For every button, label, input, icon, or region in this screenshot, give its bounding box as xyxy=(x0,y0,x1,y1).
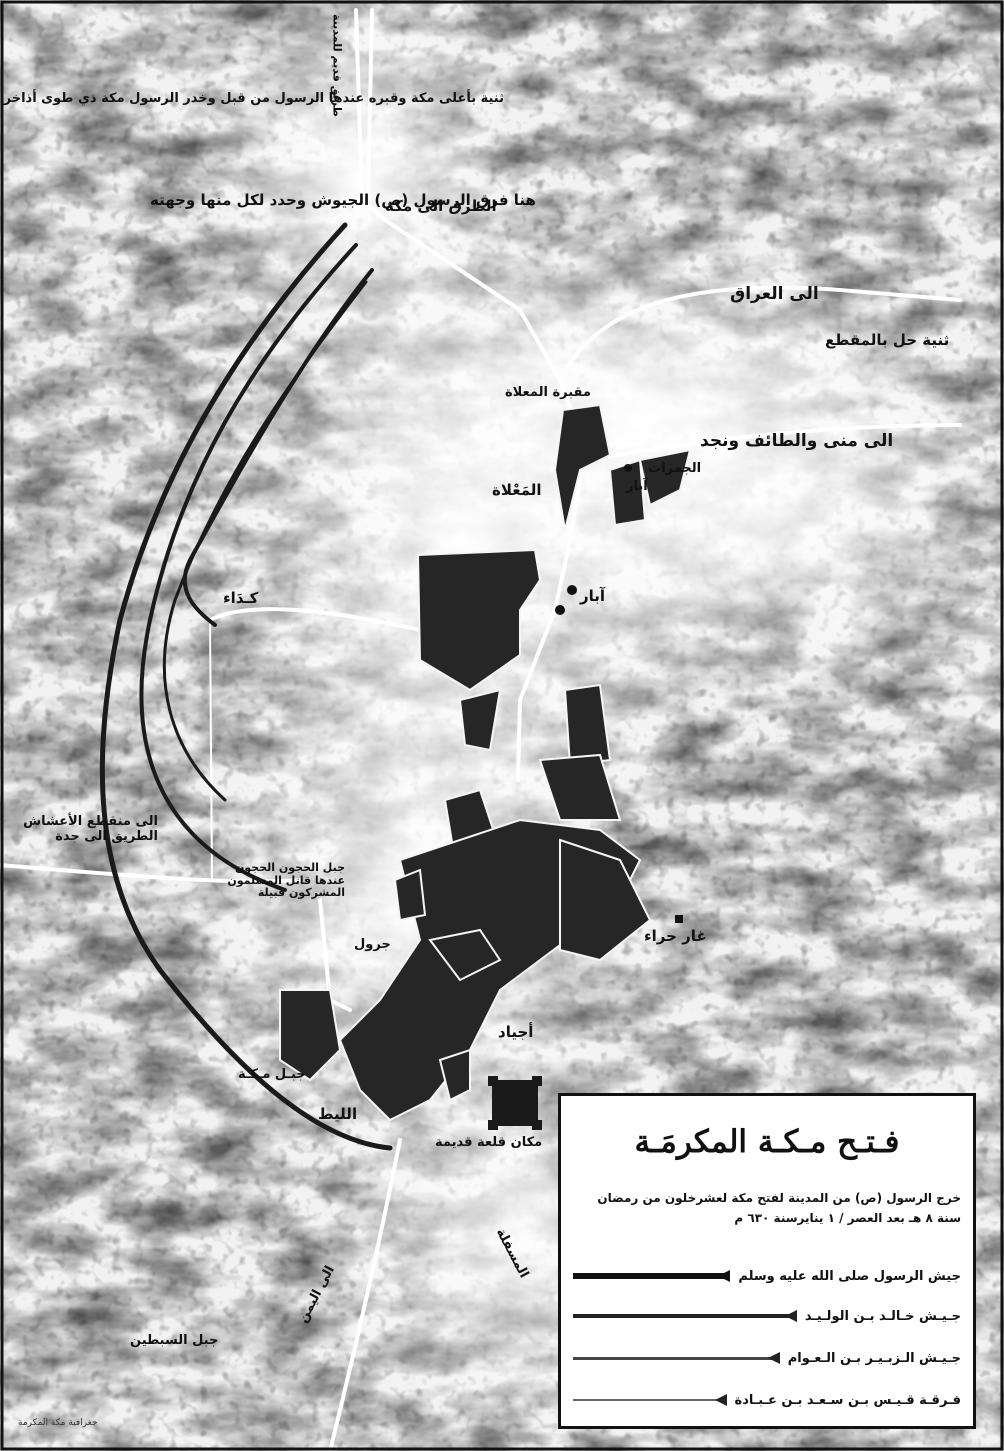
map-legend: فـتـح مـكـة المكرمَـة خرج الرسول (ص) من … xyxy=(558,1093,976,1429)
label-road-to-mecca: الطرق الى مكة xyxy=(385,197,497,215)
well-dot-icon xyxy=(555,605,565,615)
label-road-mina-taif: الى منى والطائف ونجد xyxy=(700,431,894,451)
label-old-road-vertical: طريق قديم للمدينة xyxy=(330,14,344,117)
arrow-left-icon xyxy=(573,1273,729,1279)
map-credit: جغرافية مكة المكرمة xyxy=(18,1418,98,1428)
label-mala: المَعْلاة xyxy=(492,481,542,499)
army-routes xyxy=(99,222,393,1151)
arrow-left-icon xyxy=(573,1314,795,1318)
well-dot-icon xyxy=(567,585,577,595)
label-ajyad: أجياد xyxy=(498,1023,534,1041)
city-mecca xyxy=(279,403,692,1122)
map-description: خرج الرسول (ص) من المدينة لفتح مكة لعشرخ… xyxy=(597,1191,961,1226)
legend-label: جيش الرسول صلى الله عليه وسلم xyxy=(738,1268,961,1284)
legend-item-prophet: جيش الرسول صلى الله عليه وسلم xyxy=(573,1264,961,1288)
label-lit: الليط xyxy=(318,1105,358,1123)
route-khalid-army xyxy=(139,243,358,892)
legend-label: جـيـش خـالـد بـن الولـيـد xyxy=(804,1308,961,1324)
label-cave-hira: غار حراء xyxy=(644,927,707,945)
legend-item-zubair: جـيـش الـزبـيـر بـن الـعـوام xyxy=(573,1346,961,1370)
arrow-left-icon xyxy=(573,1356,778,1360)
label-wells-small: آبار xyxy=(626,479,648,494)
legend-label: فـرقـة قـيـس بـن سـعـد بـن عـبـادة xyxy=(734,1392,961,1408)
route-prophet-army xyxy=(99,222,393,1151)
cave-icon xyxy=(675,915,683,923)
label-road-ashaash-jeddah: الى منقطع الأعشاش الطريق الى جدة xyxy=(23,814,158,844)
label-jabal-south: جبـل مـكـة xyxy=(238,1067,306,1082)
well-dot-icon xyxy=(624,464,632,472)
arrow-left-icon xyxy=(573,1399,725,1401)
label-jabal-sw: جبل السبطين xyxy=(130,1333,219,1348)
label-kadaa: كـدَاء xyxy=(223,589,259,607)
label-thaniya-maqta: ثنية حل بالمقطع xyxy=(825,331,950,349)
label-old-fortress: مكان قلعة قديمة xyxy=(435,1135,543,1150)
fortress-icon xyxy=(488,1076,542,1130)
legend-item-khalid: جـيـش خـالـد بـن الولـيـد xyxy=(573,1304,961,1328)
label-wells: آبار xyxy=(580,587,606,605)
map-title: فـتـح مـكـة المكرمَـة xyxy=(634,1124,900,1160)
legend-item-qays: فـرقـة قـيـس بـن سـعـد بـن عـبـادة xyxy=(573,1388,961,1412)
label-road-iraq: الى العراق xyxy=(730,284,819,304)
label-thaniya-azakhir: ثنية بأعلى مكة وقبره عندها الرسول من قبل… xyxy=(3,91,504,106)
label-hajun: جبل الحجون الحجون عندها قاتل المسلمون ال… xyxy=(227,861,345,900)
label-army-split-note: هنا فرق الرسول (ص) الجيوش وحدد لكل منها … xyxy=(150,191,536,209)
label-jamarat: الجمرات xyxy=(648,461,702,476)
legend-label: جـيـش الـزبـيـر بـن الـعـوام xyxy=(787,1350,961,1366)
route-qays-unit xyxy=(162,280,368,802)
label-maqbara-mala: مقبرة المعلاة xyxy=(505,385,591,400)
label-jorol: جرول xyxy=(354,937,391,952)
